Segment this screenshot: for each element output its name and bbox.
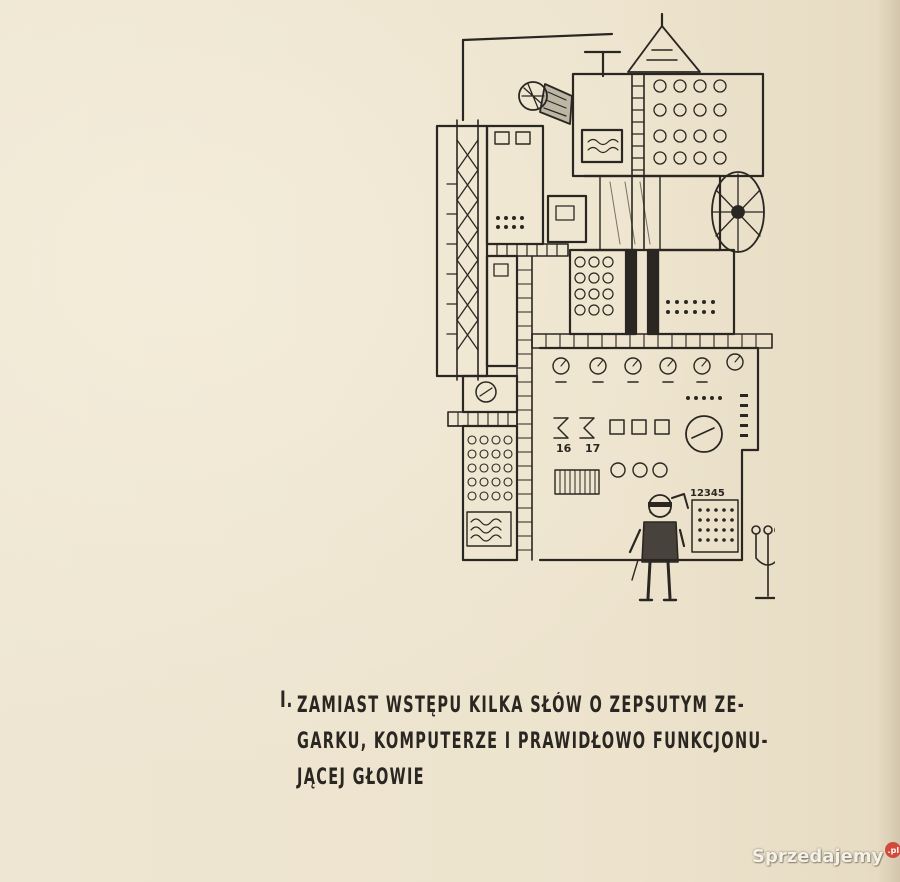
panel-number-17: 17 <box>585 442 600 455</box>
digits-label: 12345 <box>690 488 725 499</box>
dial-grid-top <box>653 79 727 165</box>
chapter-title-line: GARKU, KOMPUTERZE I PRAWIDŁOWO FUNKCJONU… <box>296 729 769 754</box>
scientist-figure <box>628 493 689 602</box>
fan-top-left <box>518 81 573 125</box>
panel-number-16: 16 <box>556 442 572 455</box>
chapter-title-line: ZAMIAST WSTĘPU KILKA SŁÓW O ZEPSUTYM ZE- <box>296 693 746 718</box>
watermark-logo: Sprzedajemy .pl <box>752 842 900 867</box>
chapter-heading: I. ZAMIAST WSTĘPU KILKA SŁÓW O ZEPSUTYM … <box>280 688 820 796</box>
computer-illustration: 16 17 12345 <box>435 12 775 602</box>
page-edge-shadow <box>878 0 900 882</box>
chapter-title: ZAMIAST WSTĘPU KILKA SŁÓW O ZEPSUTYM ZE-… <box>297 688 900 796</box>
chapter-number: I. <box>280 688 294 713</box>
fan-right <box>711 171 765 253</box>
watermark-badge: .pl <box>885 842 900 858</box>
candelabra-stand <box>751 525 775 600</box>
watermark-text: Sprzedajemy <box>752 846 884 867</box>
chapter-title-line: JĄCEJ GŁOWIE <box>296 765 425 790</box>
